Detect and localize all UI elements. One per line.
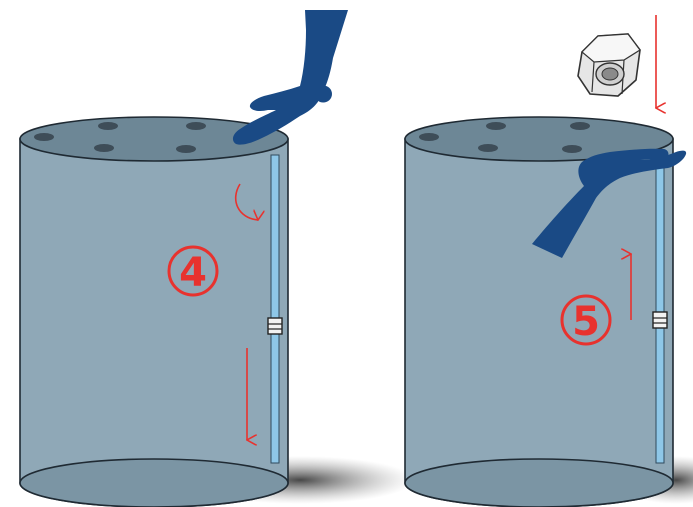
bolt-holes [34, 122, 206, 153]
hand-cuff-icon [315, 85, 332, 103]
cylinder-bottom [404, 458, 674, 507]
panel-step-5: 5 [404, 15, 693, 507]
step-4-number: 4 [179, 250, 207, 296]
cylinder-body [404, 138, 674, 507]
rod-clamp [267, 317, 283, 335]
cylinder-top [19, 116, 289, 162]
hex-nut-icon [577, 33, 641, 97]
step-4-badge: 4 [167, 245, 219, 297]
cylinder-body [19, 138, 289, 507]
cylinder-top [404, 116, 674, 162]
guide-rod [655, 154, 665, 464]
hand-icon [232, 10, 348, 145]
curved-arrow-icon [234, 183, 258, 220]
hand-icon [532, 148, 687, 258]
panel-step-4: 4 [19, 10, 415, 507]
step-5-badge: 5 [560, 294, 612, 346]
rod-clamp [652, 311, 668, 329]
step-5-number: 5 [572, 299, 600, 345]
bolt-holes [419, 122, 590, 153]
cylinder-bottom [19, 458, 289, 507]
guide-rod [270, 154, 280, 464]
